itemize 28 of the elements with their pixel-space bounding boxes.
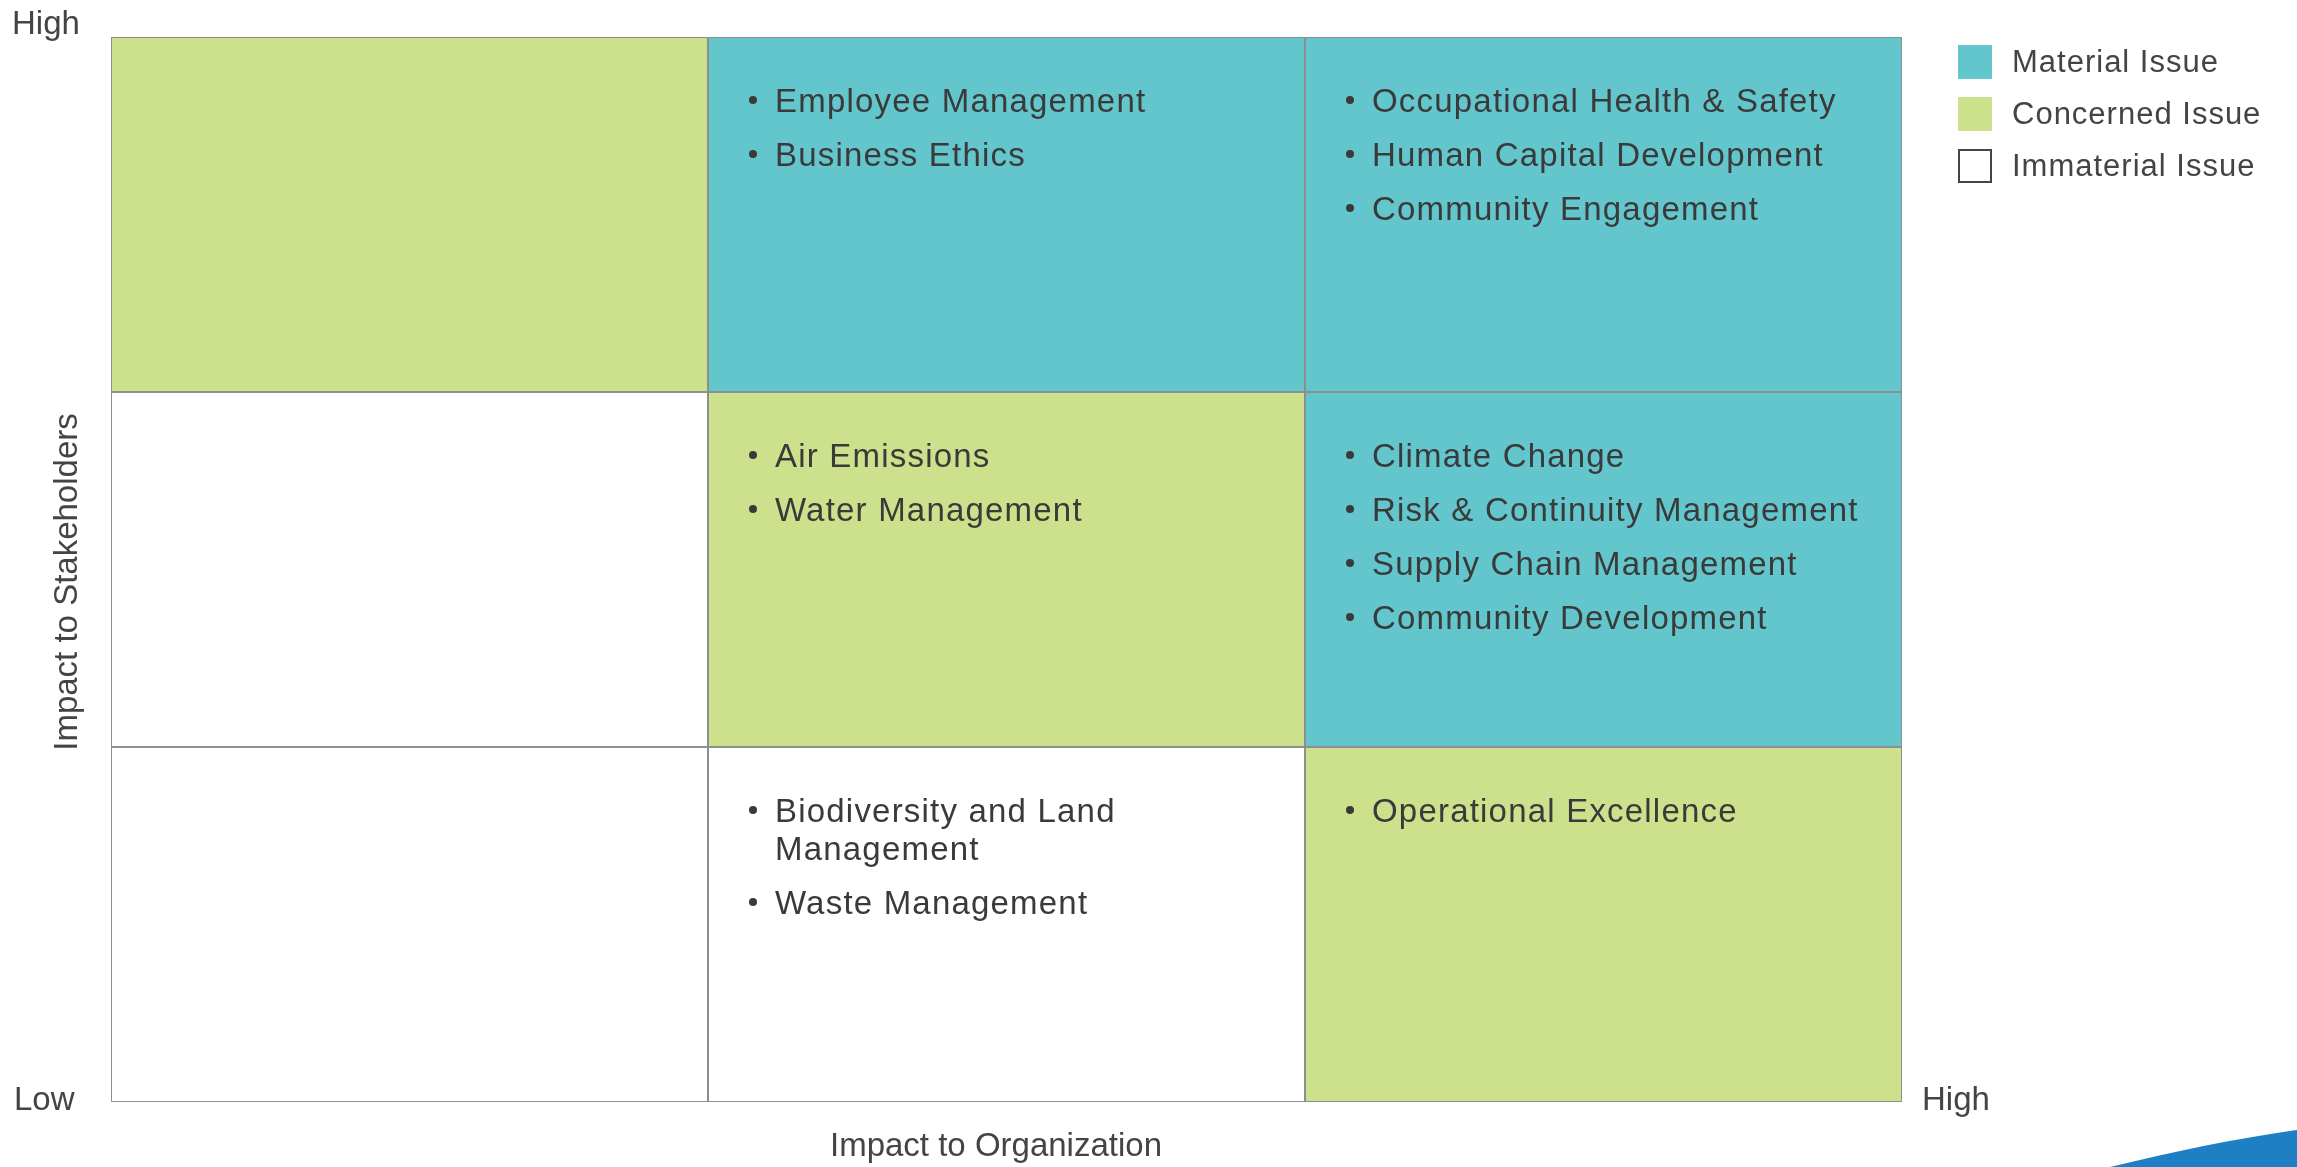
issue-text: Climate Change — [1372, 437, 1626, 474]
issue-text: Air Emissions — [775, 437, 991, 474]
axis-high-label: High — [12, 4, 80, 42]
issue-text: Supply Chain Management — [1372, 545, 1798, 582]
issue-text: Community Engagement — [1372, 190, 1760, 227]
issue-text: Water Management — [775, 491, 1083, 528]
x-axis-title: Impact to Organization — [830, 1126, 1162, 1164]
issue-text: Biodiversity and Land Management — [775, 792, 1116, 867]
legend-label: Material Issue — [2012, 44, 2219, 80]
matrix-cell — [708, 37, 1305, 392]
matrix-cell — [708, 747, 1305, 1102]
legend-label: Concerned Issue — [2012, 96, 2262, 132]
issue-text: Employee Management — [775, 82, 1147, 119]
axis-low-label: Low — [14, 1080, 75, 1118]
legend-label: Immaterial Issue — [2012, 148, 2256, 184]
matrix-cell — [708, 392, 1305, 747]
matrix-cell — [1305, 392, 1902, 747]
matrix-cell — [1305, 37, 1902, 392]
y-axis-title: Impact to Stakeholders — [47, 413, 85, 751]
issue-text: Occupational Health & Safety — [1372, 82, 1837, 119]
issue-text: Business Ethics — [775, 136, 1026, 173]
issue-text: Risk & Continuity Management — [1372, 491, 1859, 528]
issue-text: Human Capital Development — [1372, 136, 1824, 173]
issue-text: Community Development — [1372, 599, 1768, 636]
axis-high-label: High — [1922, 1080, 1990, 1118]
issue-text: Operational Excellence — [1372, 792, 1738, 829]
issue-text: Waste Management — [775, 884, 1089, 921]
matrix-cell — [1305, 747, 1902, 1102]
